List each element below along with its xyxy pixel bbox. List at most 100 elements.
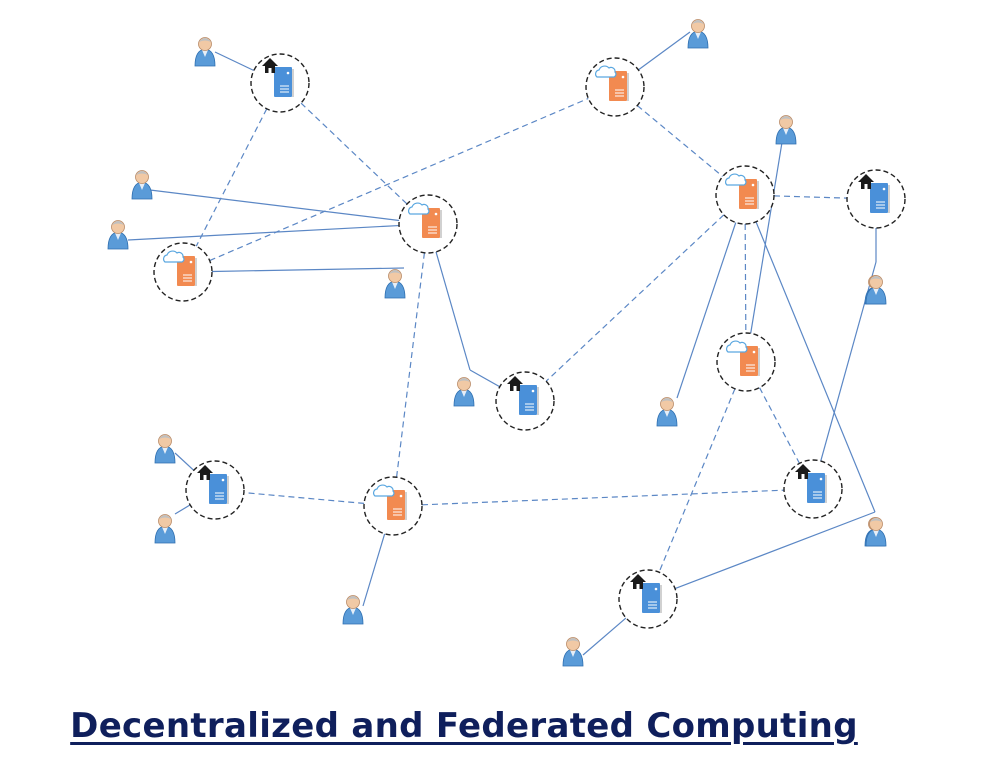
server-led bbox=[434, 212, 438, 216]
user-icon bbox=[154, 434, 176, 464]
user-icon bbox=[562, 637, 584, 667]
server-side bbox=[825, 475, 827, 503]
server-side bbox=[660, 585, 662, 613]
cloud-icon bbox=[373, 484, 395, 497]
cloud-server-icon bbox=[726, 340, 760, 376]
home-server-node bbox=[846, 169, 906, 229]
user-connection bbox=[174, 452, 195, 471]
federation-link bbox=[195, 108, 268, 247]
server-led bbox=[751, 183, 755, 187]
user-hair bbox=[136, 171, 148, 175]
federation-link bbox=[209, 97, 589, 262]
user-collar bbox=[115, 233, 121, 240]
user-hair bbox=[199, 38, 211, 42]
home-server-node bbox=[618, 569, 678, 629]
cloud-icon bbox=[725, 173, 747, 186]
user-connection bbox=[149, 189, 400, 222]
user-hair bbox=[347, 596, 359, 600]
house-door-icon bbox=[513, 386, 517, 391]
server-side bbox=[757, 181, 759, 209]
home-server-icon bbox=[858, 174, 890, 213]
diagram-title: Decentralized and Federated Computing bbox=[70, 706, 858, 746]
house-roof-icon bbox=[630, 574, 646, 582]
user-connection bbox=[469, 369, 501, 388]
house-roof-icon bbox=[197, 465, 213, 473]
cloud-server-node bbox=[363, 476, 423, 536]
home-server-icon bbox=[795, 464, 827, 503]
server-side bbox=[195, 258, 197, 286]
home-server-node bbox=[495, 371, 555, 431]
house-roof-icon bbox=[858, 174, 874, 182]
user-connections bbox=[127, 31, 877, 656]
server-side bbox=[758, 348, 760, 376]
server-side bbox=[627, 73, 629, 101]
server-led bbox=[882, 187, 886, 191]
user-icon bbox=[656, 397, 678, 427]
cloud-icon bbox=[163, 250, 185, 263]
network-diagram bbox=[107, 19, 906, 667]
user-connection bbox=[435, 251, 471, 371]
federation-link bbox=[545, 214, 725, 382]
home-server-node bbox=[783, 459, 843, 519]
user-connection bbox=[214, 51, 255, 72]
server-side bbox=[405, 492, 407, 520]
house-roof-icon bbox=[507, 376, 523, 384]
server-led bbox=[399, 494, 403, 498]
cloud-server-icon bbox=[163, 250, 197, 286]
user-collar bbox=[350, 608, 356, 615]
federation-link bbox=[421, 489, 785, 506]
house-door-icon bbox=[801, 474, 805, 479]
server-side bbox=[888, 185, 890, 213]
federation-link bbox=[395, 252, 426, 478]
user-connection bbox=[211, 267, 405, 273]
home-server-icon bbox=[197, 465, 229, 504]
house-door-icon bbox=[268, 68, 272, 73]
user-hair bbox=[870, 518, 882, 522]
house-door-icon bbox=[203, 475, 207, 480]
user-hair bbox=[870, 276, 882, 280]
server-led bbox=[752, 350, 756, 354]
user-collar bbox=[664, 410, 670, 417]
home-server-node bbox=[185, 460, 245, 520]
house-roof-icon bbox=[795, 464, 811, 472]
cloud-server-icon bbox=[373, 484, 407, 520]
home-server-icon bbox=[630, 574, 662, 613]
user-collar bbox=[695, 32, 701, 39]
server-side bbox=[292, 69, 294, 97]
home-server-icon bbox=[262, 58, 294, 97]
user-collar bbox=[873, 288, 879, 295]
federation-link bbox=[773, 195, 848, 199]
house-door-icon bbox=[864, 184, 868, 189]
federation-link bbox=[759, 387, 800, 464]
user-connection bbox=[755, 221, 876, 513]
federation-link bbox=[300, 102, 408, 205]
house-roof-icon bbox=[262, 58, 278, 66]
user-hair bbox=[780, 116, 792, 120]
user-connection bbox=[750, 117, 787, 334]
cloud-server-icon bbox=[725, 173, 759, 209]
user-collar bbox=[570, 650, 576, 657]
user-collar bbox=[783, 128, 789, 135]
user-hair bbox=[389, 270, 401, 274]
cloud-server-node bbox=[153, 242, 213, 302]
server-side bbox=[227, 476, 229, 504]
federation-link bbox=[636, 105, 724, 177]
user-hair bbox=[112, 221, 124, 225]
user-collar bbox=[392, 282, 398, 289]
user-hair bbox=[159, 515, 171, 519]
user-icon bbox=[107, 220, 129, 250]
federation-link bbox=[243, 491, 365, 505]
user-icon bbox=[154, 514, 176, 544]
user-collar bbox=[162, 527, 168, 534]
server-nodes bbox=[153, 53, 906, 629]
cloud-server-icon bbox=[595, 65, 629, 101]
user-collar bbox=[873, 530, 879, 537]
user-collar bbox=[461, 390, 467, 397]
users bbox=[107, 19, 887, 667]
user-hair bbox=[159, 435, 171, 439]
user-connection bbox=[582, 617, 627, 656]
cloud-server-node bbox=[716, 332, 776, 392]
user-connection bbox=[676, 222, 737, 399]
server-side bbox=[440, 210, 442, 238]
user-icon bbox=[687, 19, 709, 49]
